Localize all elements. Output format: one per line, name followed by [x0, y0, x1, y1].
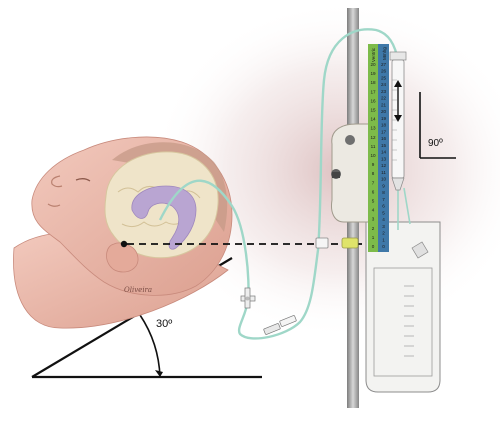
scale-left-tick-16: 16 [370, 98, 376, 103]
scale-right-tick-14: 14 [381, 150, 387, 155]
scale-right-tick-3: 3 [382, 224, 385, 229]
scale-right-tick-15: 15 [381, 143, 387, 148]
scale-right-tick-6: 6 [382, 204, 385, 209]
scale-right-tick-13: 13 [381, 156, 387, 161]
tragus-reference-dot [120, 240, 128, 248]
patient-ventricle [131, 185, 197, 250]
scale-left-tick-20: 20 [370, 62, 376, 67]
scale-right-tick-9: 9 [382, 183, 385, 188]
scale-right-tick-27: 27 [381, 62, 387, 67]
scale-right-tick-19: 19 [381, 116, 387, 121]
right-angle-indicator: 90º [419, 92, 456, 159]
scale-right-tick-20: 20 [381, 109, 387, 114]
sampling-port [263, 315, 297, 335]
scale-left-tick-17: 17 [370, 89, 376, 94]
scale-left-tick-7: 7 [372, 180, 375, 185]
scale-right-tick-5: 5 [382, 210, 385, 215]
scale-right-tick-17: 17 [381, 129, 387, 134]
scale-left-tick-5: 5 [372, 199, 375, 204]
scale-right-ticks: 2726252423222120191817161514131211109876… [381, 62, 387, 249]
scale-right-tick-18: 18 [381, 123, 387, 128]
patient-stopcock [240, 287, 256, 309]
scale-left-tick-11: 11 [371, 144, 376, 149]
scale-right-tick-21: 21 [381, 102, 387, 107]
scale-left-tick-2: 2 [372, 226, 375, 231]
scale-right-tick-7: 7 [382, 197, 385, 202]
collection-bag [365, 221, 441, 393]
scale-right-tick-25: 25 [381, 76, 387, 81]
scale-left-tick-0: 0 [372, 244, 375, 249]
scale-left-tick-10: 10 [370, 153, 376, 158]
scale-right-tick-26: 26 [381, 69, 387, 74]
bed-angle-label: 30º [156, 318, 172, 330]
patient: Oliveira [13, 136, 233, 329]
scale-left-tick-13: 13 [370, 126, 376, 131]
drainage-tubing [158, 28, 400, 340]
scale-left-tick-12: 12 [370, 135, 376, 140]
scale-right-tick-11: 11 [381, 170, 386, 175]
scale-left-tick-18: 18 [370, 80, 376, 85]
scale-left-header: Ventric [371, 47, 376, 62]
scale-left-tick-8: 8 [372, 171, 375, 176]
patient-eye [75, 178, 91, 182]
scale-right-tick-16: 16 [381, 136, 387, 141]
scale-left-tick-14: 14 [370, 117, 376, 122]
scale-right-tick-22: 22 [381, 96, 387, 101]
scale-right-tick-1: 1 [382, 237, 385, 242]
scale-right-tick-4: 4 [382, 217, 385, 222]
scale-left-tick-1: 1 [372, 235, 375, 240]
scale-right-tick-0: 0 [382, 244, 385, 249]
scale-right-tick-10: 10 [381, 177, 387, 182]
scale-blue-column [378, 44, 389, 252]
scale-left-tick-3: 3 [372, 217, 375, 222]
scale-left-tick-19: 19 [370, 71, 376, 76]
patient-mouth [47, 203, 61, 207]
pole-clamp [331, 123, 373, 223]
right-angle-label: 90º [428, 138, 443, 149]
scale-right-tick-24: 24 [381, 82, 387, 87]
scale-right-tick-23: 23 [381, 89, 387, 94]
scale-right-header: Mmhg [382, 47, 387, 60]
zero-level-marker [315, 237, 359, 249]
scale-left-tick-6: 6 [372, 189, 375, 194]
scale-left-tick-4: 4 [372, 208, 375, 213]
scale-right-tick-8: 8 [382, 190, 385, 195]
artist-signature: Oliveira [124, 286, 152, 294]
scale-right-tick-2: 2 [382, 231, 385, 236]
drip-chamber-lines [397, 187, 411, 230]
patient-nose [51, 175, 63, 188]
scale-green-column [368, 44, 378, 252]
burette [389, 51, 407, 191]
scale-left-tick-9: 9 [372, 162, 375, 167]
arc-arrowhead [155, 370, 163, 377]
scale-left-tick-15: 15 [370, 108, 376, 113]
clamp-knob-top [345, 135, 355, 145]
scale-right-tick-12: 12 [381, 163, 387, 168]
